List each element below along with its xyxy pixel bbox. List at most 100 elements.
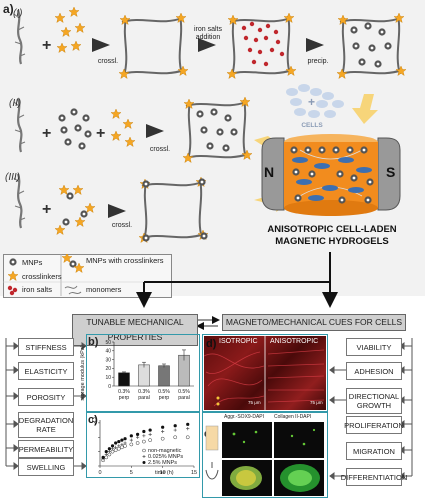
panel-b-ylabel: storage modulus (kPa) [80, 345, 86, 401]
property-swelling: SWELLING [18, 458, 74, 476]
cells-label: CELLS [301, 122, 323, 129]
data-point-0025-mnps [123, 441, 127, 445]
scale-bar-label-2: 75 μm [310, 400, 323, 405]
property-porosity: POROSITY [18, 388, 74, 406]
y-tick-label: 10 [105, 375, 111, 381]
data-point-25-mnps [120, 438, 124, 442]
bar [158, 365, 170, 387]
legend-mnps: MNPs [22, 258, 43, 267]
data-point-non-magnetic [116, 446, 121, 451]
svg-text:+: + [308, 95, 315, 109]
data-point-0025-mnps [148, 432, 152, 436]
panel-a-label: a) [3, 2, 14, 16]
panel-e-title-2: Collagen II-DAPI [274, 414, 312, 420]
data-point-non-magnetic [129, 442, 134, 447]
data-point-25-mnps [107, 447, 111, 451]
step-label-iron-salts: iron salts addition [193, 26, 222, 41]
data-point-0025-mnps [173, 428, 177, 432]
data-point-non-magnetic [160, 436, 165, 441]
x-tick-label: 10 [160, 470, 166, 476]
property-directional-growth: DIRECTIONAL GROWTH [346, 388, 402, 414]
process-arrow [306, 38, 324, 52]
anisotropic-label: ANISOTROPIC [270, 338, 319, 345]
data-point-non-magnetic [107, 452, 112, 457]
data-point-0025-mnps [117, 444, 121, 448]
microscopy-image-e [205, 422, 324, 496]
data-point-non-magnetic [173, 435, 178, 440]
svg-text:+: + [42, 37, 51, 54]
step-label-crossl: crossl. [97, 58, 119, 65]
data-point-25-mnps [186, 422, 190, 426]
isotropic-label: ISOTROPIC [219, 338, 258, 345]
x-tick-label: perp [159, 395, 169, 401]
hydrogel-title: ANISOTROPIC CELL-LADEN MAGNETIC HYDROGEL… [242, 224, 422, 248]
data-point-non-magnetic [185, 435, 190, 440]
data-point-non-magnetic [135, 441, 140, 445]
data-point-0025-mnps [161, 429, 165, 434]
data-point-non-magnetic [120, 445, 124, 450]
step-label-precip: precip. [307, 58, 329, 65]
svg-text:+: + [96, 125, 105, 142]
data-point-25-mnps [104, 450, 108, 454]
data-point-non-magnetic [104, 455, 109, 460]
data-point-25-mnps [123, 437, 127, 441]
x-tick-label: 15 [191, 470, 197, 476]
property-viability: VIABILITY [346, 338, 402, 356]
data-point-non-magnetic [142, 439, 146, 444]
data-point-non-magnetic [113, 448, 118, 453]
property-differentiation: DIFFERENTIATION [341, 468, 407, 486]
x-tick-label: 0.5% [178, 389, 190, 395]
y-tick-label: 40 [105, 349, 111, 355]
header-magneto-cues: MAGNETO/MECHANICAL CUES FOR CELLS [222, 314, 406, 331]
panel-c-frame [86, 412, 200, 478]
data-point-0025-mnps [120, 442, 124, 447]
step-label-crossl: crossl. [111, 222, 133, 229]
data-point-0025-mnps [136, 435, 140, 439]
legend-mnps-crosslinkers: MNPs with crosslinkers [86, 256, 164, 265]
panel-e-frame [202, 412, 328, 498]
x-tick-label: 0.5% [158, 389, 170, 395]
step-label-crossl: crossl. [149, 146, 171, 153]
scale-bar-label-1: 75 μm [248, 400, 261, 405]
route-label-3: (III) [5, 172, 20, 183]
legend-iron-salts: iron salts [22, 285, 53, 294]
data-point-non-magnetic [110, 449, 115, 454]
data-point-non-magnetic [123, 444, 127, 448]
hydrogel-title-line-1: ANISOTROPIC CELL-LADEN [267, 224, 397, 235]
x-axis-label: time (h) [155, 470, 174, 476]
property-degradation-rate: DEGRADATION RATE [18, 412, 74, 438]
data-point-0025-mnps [110, 447, 115, 451]
process-arrow [92, 38, 110, 52]
data-point-25-mnps [148, 428, 152, 432]
data-point-0025-mnps [107, 450, 111, 454]
x-tick-label: perp [119, 395, 129, 401]
legend-marker [142, 455, 146, 458]
legend-crosslinkers: crosslinkers [22, 272, 62, 281]
bar [118, 372, 130, 387]
x-tick-label: 0.3% [118, 389, 130, 395]
route-label-2: (II) [9, 98, 22, 109]
x-tick-label: 5 [130, 470, 133, 476]
svg-text:+: + [42, 125, 51, 142]
property-migration: MIGRATION [346, 442, 402, 460]
magnet-north-label: N [264, 164, 275, 180]
data-point-25-mnps [129, 434, 133, 438]
legend-icons [3, 254, 170, 296]
panel-b-label: b) [88, 336, 99, 348]
y-tick-label: 20 [105, 366, 111, 372]
data-point-25-mnps [114, 441, 118, 445]
magnet-assembly [261, 134, 401, 216]
data-point-25-mnps [117, 439, 121, 444]
y-tick-label: 30 [105, 357, 111, 363]
legend-monomers: monomers [86, 285, 122, 294]
property-proliferation: PROLIFERATION [344, 416, 404, 434]
property-permeability: PERMEABILITY [18, 440, 74, 458]
legend-marker [142, 461, 146, 464]
data-point-25-mnps [136, 432, 140, 436]
property-stiffness: STIFFNESS [18, 338, 74, 356]
data-point-25-mnps [173, 424, 177, 428]
data-point-0025-mnps [186, 427, 190, 431]
